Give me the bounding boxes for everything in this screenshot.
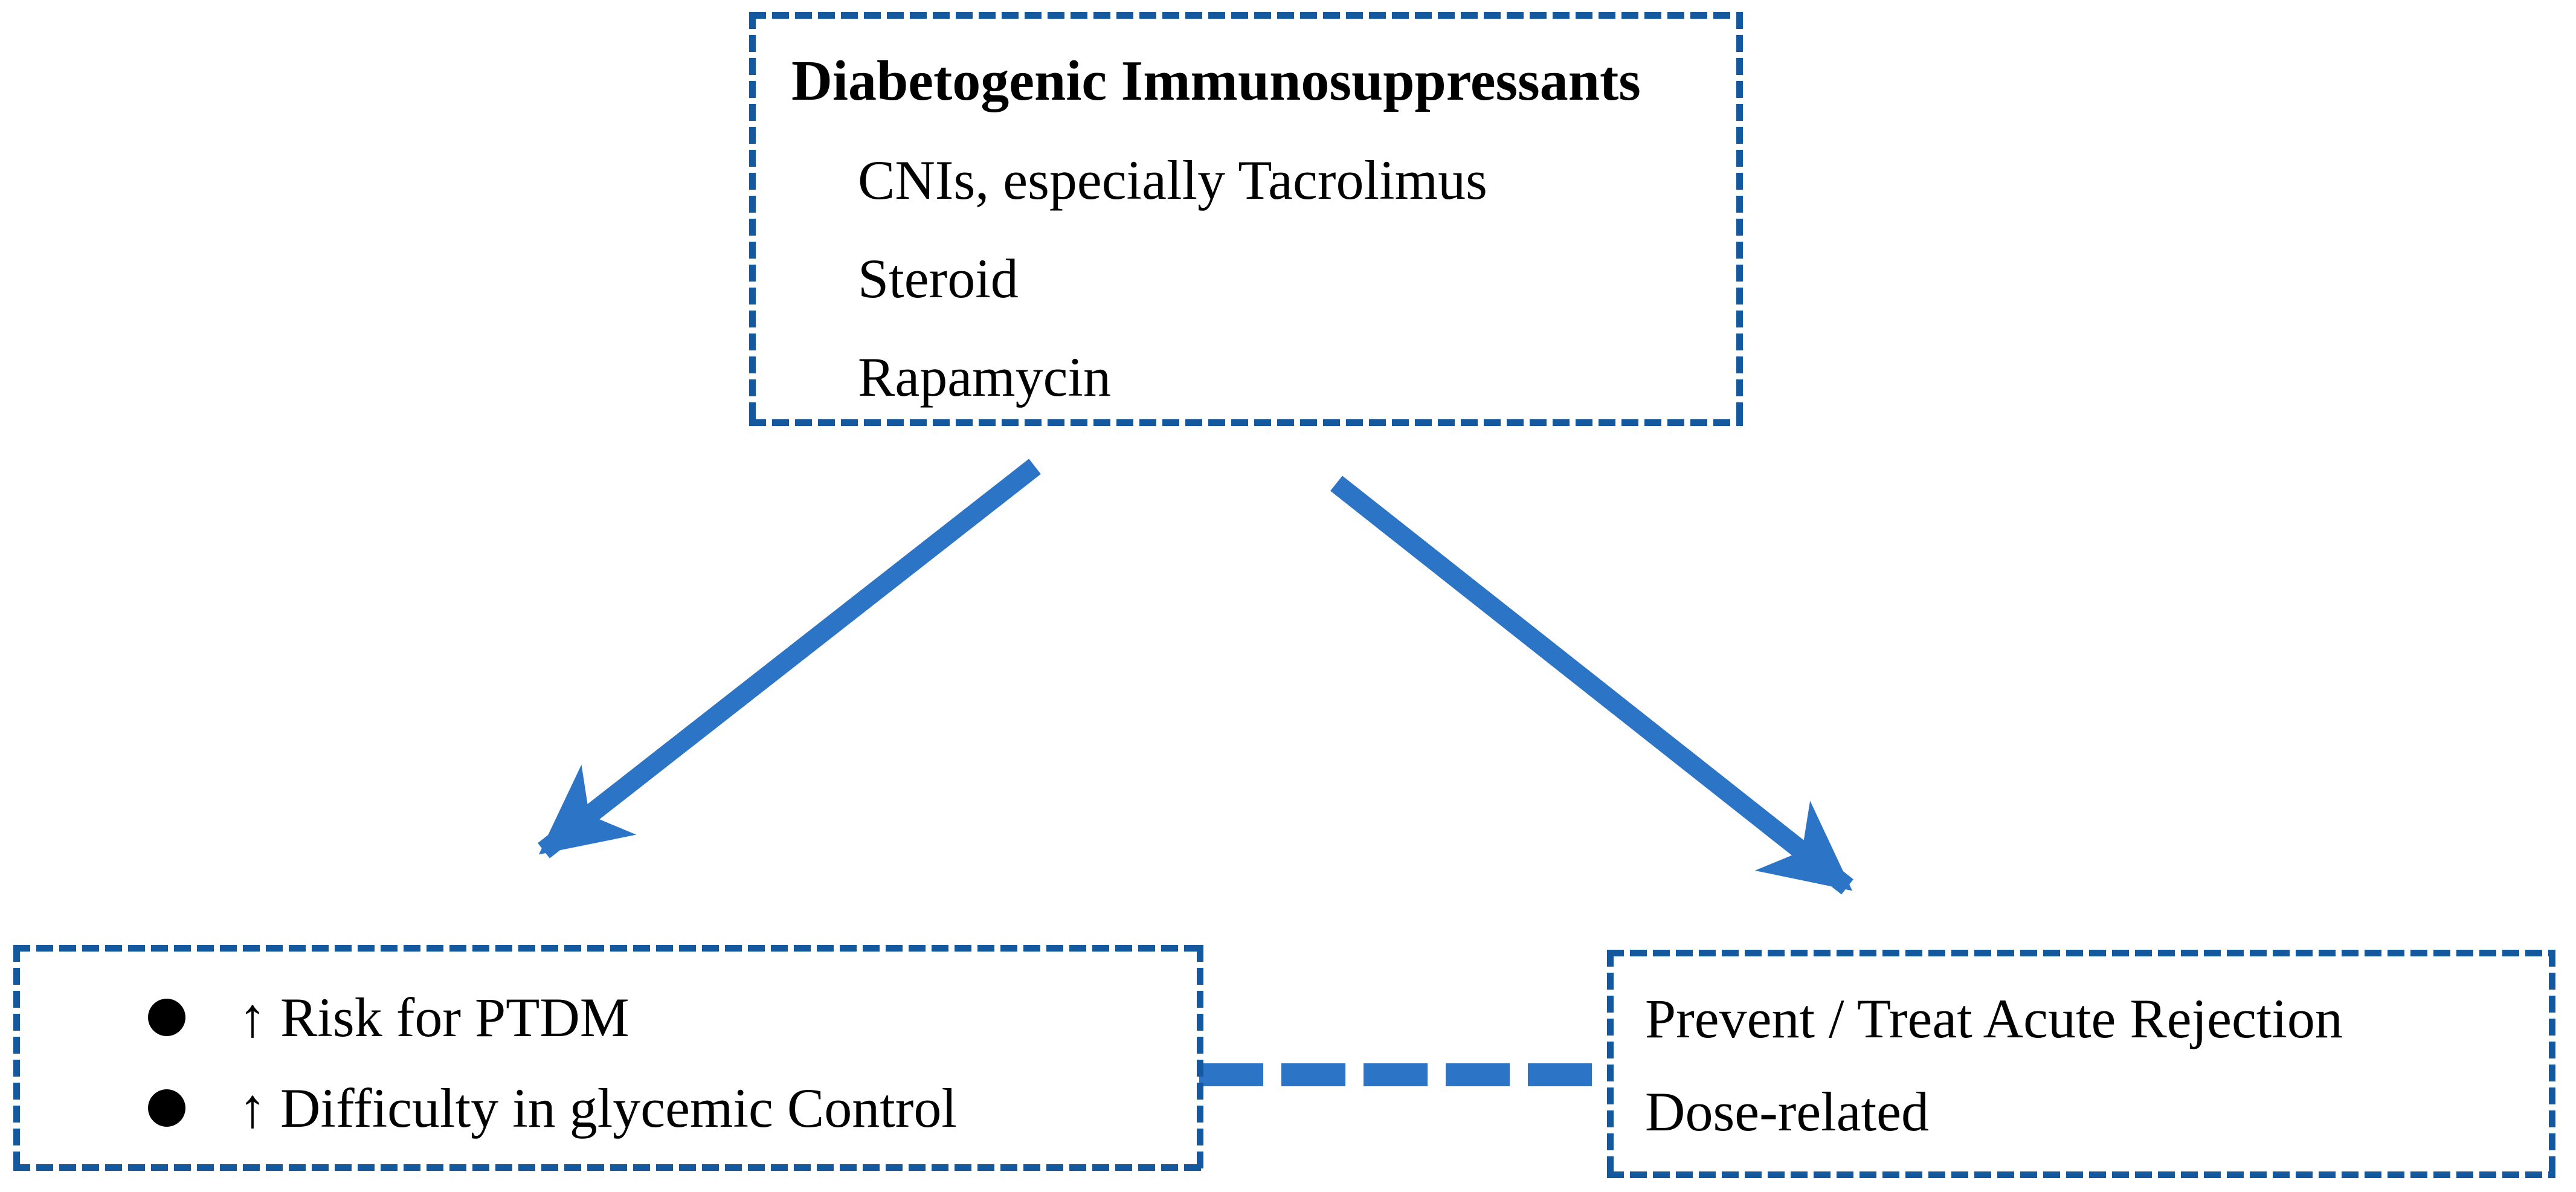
bullet-icon (148, 1089, 185, 1127)
right-arrow-icon (1330, 475, 1853, 895)
list-item: Steroid (858, 248, 1019, 309)
list-item: CNIs, especially Tacrolimus (858, 149, 1487, 211)
left-arrow-icon (538, 459, 1041, 859)
top-box-item-list: CNIs, especially Tacrolimus Steroid Rapa… (858, 131, 1719, 427)
list-item: Rapamycin (858, 346, 1111, 408)
list-item: Dose-related (1645, 1081, 1929, 1142)
right-box: Prevent / Treat Acute Rejection Dose-rel… (1607, 950, 2555, 1178)
list-item-text: ↑ Risk for PTDM (239, 987, 630, 1048)
bullet-icon (148, 999, 185, 1036)
top-box: Diabetogenic Immunosuppressants CNIs, es… (749, 12, 1743, 426)
list-item: ↑ Risk for PTDM (13, 969, 1203, 1066)
list-item: Prevent / Treat Acute Rejection (1645, 988, 2343, 1049)
left-box: ↑ Risk for PTDM ↑ Difficulty in glycemic… (13, 945, 1203, 1171)
list-item-text: ↑ Difficulty in glycemic Control (239, 1077, 957, 1139)
top-box-title: Diabetogenic Immunosuppressants (791, 50, 1641, 112)
list-item: ↑ Difficulty in glycemic Control (13, 1060, 1203, 1156)
